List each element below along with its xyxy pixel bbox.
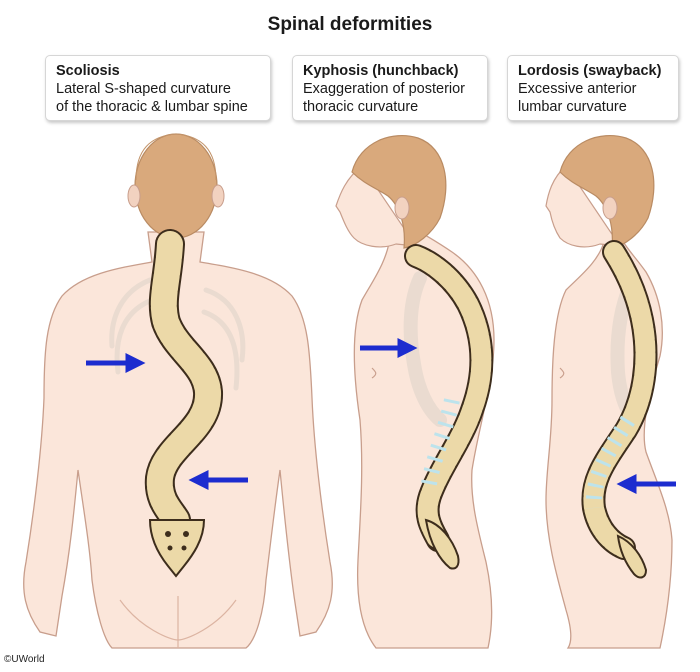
lordosis-description-line1: Excessive anterior (518, 81, 637, 97)
scoliosis-description-line1: Lateral S-shaped curvature (56, 81, 231, 97)
lordosis-description-line2: lumbar curvature (518, 99, 627, 115)
lordosis-hair (559, 134, 655, 249)
scoliosis-head (134, 133, 218, 239)
lordosis-label-box: Lordosis (swayback) Excessive anterior l… (507, 55, 679, 121)
kyphosis-head-face (335, 165, 418, 248)
kyphosis-heading: Kyphosis (hunchback) (303, 63, 459, 79)
lordosis-figure (545, 134, 676, 649)
lordosis-head-face (545, 165, 622, 248)
kyphosis-body (353, 225, 495, 649)
copyright-notice: ©UWorld (4, 654, 45, 665)
lordosis-heading: Lordosis (swayback) (518, 63, 662, 79)
scoliosis-description-line2: of the thoracic & lumbar spine (56, 99, 248, 115)
kyphosis-figure (335, 134, 495, 649)
scoliosis-label-box: Scoliosis Lateral S-shaped curvature of … (45, 55, 271, 121)
scoliosis-heading: Scoliosis (56, 63, 120, 79)
kyphosis-label-box: Kyphosis (hunchback) Exaggeration of pos… (292, 55, 488, 121)
scoliosis-sacrum (148, 519, 206, 578)
kyphosis-sacrum (424, 518, 460, 570)
figure-title: Spinal deformities (267, 14, 433, 35)
kyphosis-description-line2: thoracic curvature (303, 99, 419, 115)
lordosis-sacrum (616, 534, 648, 579)
kyphosis-hair (351, 134, 447, 249)
scoliosis-figure (23, 133, 333, 649)
kyphosis-description-line1: Exaggeration of posterior (303, 81, 466, 97)
